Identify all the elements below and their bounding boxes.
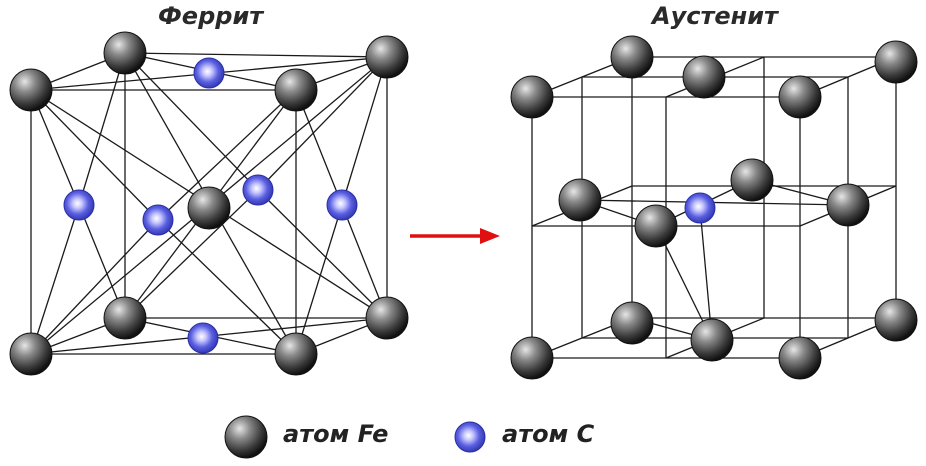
iron-atom — [365, 296, 409, 340]
austenite-carbon-atoms — [684, 192, 716, 224]
legend-fe-swatch — [224, 415, 268, 459]
austenite-title: Аустенит — [652, 2, 778, 30]
legend — [224, 415, 486, 459]
austenite-structure — [510, 35, 918, 380]
iron-atom — [610, 301, 654, 345]
legend-c-swatch — [454, 421, 486, 453]
iron-atom — [634, 204, 678, 248]
iron-atom — [610, 35, 654, 79]
iron-atom — [682, 55, 726, 99]
carbon-atom — [326, 189, 358, 221]
iron-atom — [274, 68, 318, 112]
iron-atom — [730, 158, 774, 202]
iron-atom — [9, 68, 53, 112]
iron-atom — [274, 332, 318, 376]
iron-atom — [103, 31, 147, 75]
iron-atom — [690, 318, 734, 362]
iron-atom — [826, 183, 870, 227]
carbon-atom — [684, 192, 716, 224]
iron-atom — [187, 186, 231, 230]
austenite-iron-atoms — [510, 35, 918, 380]
iron-atom — [778, 75, 822, 119]
legend-fe-label: атом Fe — [283, 420, 389, 448]
iron-atom — [103, 296, 147, 340]
ferrite-structure — [9, 31, 409, 376]
ferrite-iron-atoms — [9, 31, 409, 376]
iron-atom — [778, 336, 822, 380]
carbon-atom — [63, 189, 95, 221]
iron-atom — [365, 35, 409, 79]
iron-atom — [558, 178, 602, 222]
iron-atom — [874, 298, 918, 342]
iron-atom — [874, 40, 918, 84]
ferrite-carbon-atoms — [63, 57, 358, 354]
iron-atom — [9, 332, 53, 376]
carbon-atom — [187, 322, 219, 354]
carbon-atom — [193, 57, 225, 89]
iron-atom — [510, 336, 554, 380]
carbon-atom — [242, 174, 274, 206]
ferrite-title: Феррит — [158, 2, 264, 30]
carbon-atom — [142, 204, 174, 236]
iron-atom — [510, 75, 554, 119]
legend-c-label: атом С — [502, 420, 595, 448]
transition-arrow — [410, 228, 500, 244]
